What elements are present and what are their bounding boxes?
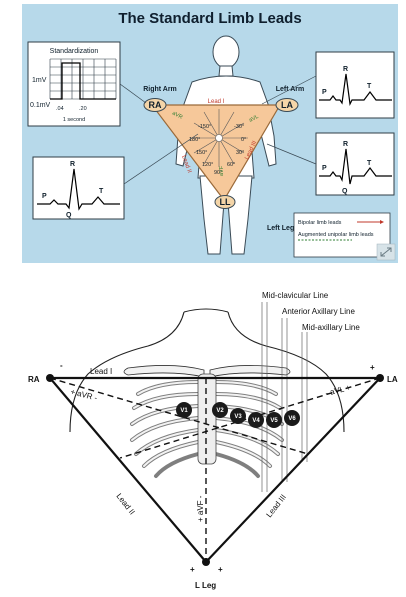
one-mv-label: 1mV bbox=[32, 77, 47, 84]
standardization-title: Standardization bbox=[50, 48, 99, 55]
ecg-box-bottom-right: P R T Q bbox=[316, 133, 394, 195]
expand-icon[interactable] bbox=[377, 244, 395, 260]
ra-label-bottom: RA bbox=[28, 375, 40, 384]
legend-bipolar-label: Bipolar limb leads bbox=[298, 220, 342, 226]
ll-label: LL bbox=[220, 197, 231, 207]
anterior-axillary-label: Anterior Axillary Line bbox=[282, 307, 355, 316]
svg-text:V6: V6 bbox=[288, 416, 296, 422]
l-leg-label: L Leg bbox=[195, 581, 216, 590]
limb-leads-panel: The Standard Limb Leads -150° -30° 180° … bbox=[22, 4, 398, 263]
l-leg-plus-right: + bbox=[218, 565, 223, 574]
v5-electrode: V5 bbox=[266, 412, 282, 428]
one-second-label: 1 second bbox=[63, 117, 85, 123]
legend-box: Bipolar limb leads Augmented unipolar li… bbox=[294, 213, 390, 257]
r-wave-label: R bbox=[343, 66, 348, 73]
left-leg-label: Left Leg bbox=[267, 225, 294, 232]
r-wave-label: R bbox=[343, 141, 348, 148]
lead-ii-label-bottom: Lead II bbox=[114, 492, 136, 517]
angle-label: -30° bbox=[234, 124, 244, 130]
point-one-mv-label: 0.1mV bbox=[30, 102, 51, 109]
la-label: LA bbox=[281, 100, 293, 110]
angle-label: 180° bbox=[189, 137, 200, 143]
svg-text:V3: V3 bbox=[234, 414, 242, 420]
la-plus: + bbox=[370, 363, 375, 372]
t-wave-label: T bbox=[99, 188, 104, 195]
lead-i-label: Lead I bbox=[208, 99, 225, 105]
v2-electrode: V2 bbox=[212, 402, 228, 418]
svg-text:V2: V2 bbox=[216, 408, 224, 414]
p-wave-label: P bbox=[42, 193, 47, 200]
ra-dot bbox=[46, 374, 54, 382]
tick-20-label: .20 bbox=[79, 106, 87, 112]
v1-electrode: V1 bbox=[176, 402, 192, 418]
angle-label: 60° bbox=[227, 162, 235, 168]
angle-label: 30° bbox=[236, 150, 244, 156]
ecg-box-left: P R T Q bbox=[33, 157, 124, 219]
legend-augmented-label: Augmented unipolar limb leads bbox=[298, 232, 374, 238]
neck-shape bbox=[219, 66, 233, 76]
v6-electrode: V6 bbox=[284, 410, 300, 426]
t-wave-label: T bbox=[367, 160, 372, 167]
avf-label: aVF bbox=[219, 165, 225, 176]
diagram-title: The Standard Limb Leads bbox=[118, 10, 301, 27]
v3-electrode: V3 bbox=[230, 408, 246, 424]
angle-label: 0° bbox=[241, 137, 246, 143]
svg-text:V1: V1 bbox=[180, 408, 188, 414]
p-wave-label: P bbox=[322, 165, 327, 172]
la-dot bbox=[376, 374, 384, 382]
head-shape bbox=[213, 36, 239, 68]
mid-axillary-label: Mid-axillary Line bbox=[302, 323, 360, 332]
r-wave-label: R bbox=[70, 161, 75, 168]
mid-clavicular-label: Mid-clavicular Line bbox=[262, 291, 329, 300]
angle-label: -150° bbox=[198, 124, 211, 130]
l-leg-dot bbox=[202, 558, 210, 566]
t-wave-label: T bbox=[367, 83, 372, 90]
ecg-box-top-right: P R T bbox=[316, 52, 394, 118]
q-wave-label: Q bbox=[66, 212, 72, 219]
p-wave-label: P bbox=[322, 89, 327, 96]
angle-label: 150° bbox=[196, 150, 207, 156]
chest-leads-diagram: Mid-clavicular Line Anterior Axillary Li… bbox=[8, 282, 404, 594]
ra-label: RA bbox=[149, 100, 162, 110]
la-label-bottom: LA bbox=[387, 375, 398, 384]
limb-leads-diagram: The Standard Limb Leads -150° -30° 180° … bbox=[22, 4, 398, 263]
chest-leads-panel: Mid-clavicular Line Anterior Axillary Li… bbox=[8, 282, 404, 594]
svg-text:V4: V4 bbox=[252, 418, 260, 424]
sternum bbox=[198, 374, 216, 464]
avf-label-bottom: + aVF - bbox=[196, 495, 205, 522]
v4-electrode: V4 bbox=[248, 412, 264, 428]
hexaxial-center bbox=[216, 135, 223, 142]
standardization-box: Standardization 1mV 0.1mV .04 .20 1 seco… bbox=[28, 42, 120, 126]
tick-04-label: .04 bbox=[56, 106, 64, 112]
svg-text:V5: V5 bbox=[270, 418, 278, 424]
angle-label: 120° bbox=[202, 162, 213, 168]
l-leg-plus-left: + bbox=[190, 565, 195, 574]
ra-minus: - bbox=[60, 361, 63, 370]
lead-i-label-bottom: Lead I bbox=[90, 367, 112, 376]
right-arm-label: Right Arm bbox=[143, 86, 177, 93]
q-wave-label: Q bbox=[342, 188, 348, 195]
